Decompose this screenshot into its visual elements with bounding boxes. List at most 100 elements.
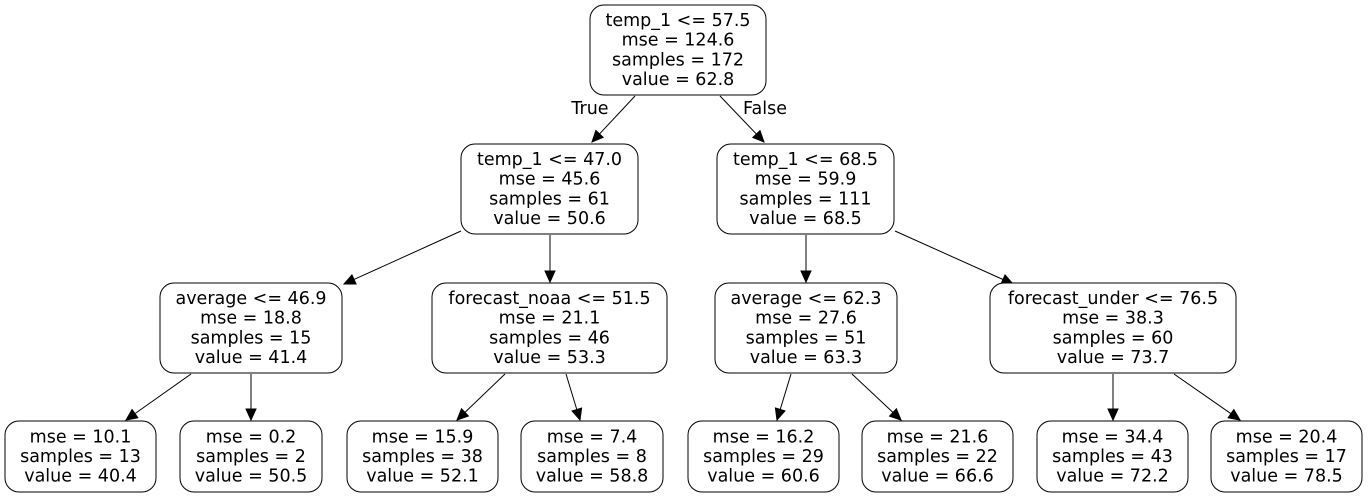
tree-edge-n1-n3 bbox=[342, 230, 462, 285]
tree-edge-n4-n10-arrowhead-icon bbox=[571, 407, 583, 422]
tree-edge-n3-n8-arrowhead-icon bbox=[245, 408, 257, 422]
tree-node-line: average <= 62.3 bbox=[730, 289, 881, 309]
tree-edge-n5-n11-arrowhead-icon bbox=[774, 407, 786, 422]
tree-node-box bbox=[431, 282, 668, 374]
tree-node-line: mse = 10.1 bbox=[30, 427, 132, 447]
tree-node-line: samples = 46 bbox=[489, 328, 610, 348]
tree-edge-n3-n8 bbox=[245, 374, 257, 422]
tree-edge-n0-n2-arrowhead-icon bbox=[751, 129, 765, 143]
tree-node-line: value = 68.5 bbox=[749, 209, 862, 229]
tree-node-line: mse = 0.2 bbox=[206, 427, 297, 447]
tree-node-line: samples = 22 bbox=[877, 447, 998, 467]
tree-node-line: value = 60.6 bbox=[707, 467, 820, 487]
tree-node-line: mse = 45.6 bbox=[499, 170, 601, 190]
tree-node-line: mse = 18.8 bbox=[200, 309, 302, 329]
tree-edge-n4-n10-line bbox=[565, 373, 578, 410]
edges-layer: True False bbox=[125, 95, 1241, 422]
tree-node-line: samples = 111 bbox=[740, 189, 872, 209]
tree-edge-n0-n1-line bbox=[599, 95, 636, 135]
tree-node-box bbox=[989, 282, 1237, 374]
tree-edge-n5-n12-line bbox=[851, 373, 894, 413]
tree-node-line: value = 50.5 bbox=[195, 467, 308, 487]
tree-node-line: value = 62.8 bbox=[622, 70, 735, 90]
tree-node-box bbox=[159, 282, 343, 374]
tree-node-line: samples = 2 bbox=[196, 447, 306, 467]
tree-node-line: mse = 21.1 bbox=[499, 309, 601, 329]
edge-label-false: False bbox=[743, 99, 787, 119]
tree-edge-n6-n14-arrowhead-icon bbox=[1227, 408, 1241, 421]
tree-edge-n4-n9-line bbox=[464, 373, 506, 413]
tree-edge-n1-n3-line bbox=[353, 230, 462, 280]
tree-node-box bbox=[589, 4, 767, 96]
tree-edge-n3-n7-line bbox=[134, 373, 192, 415]
tree-node-box bbox=[179, 420, 323, 493]
tree-edge-n5-n12 bbox=[851, 373, 902, 421]
tree-edge-n2-n5 bbox=[800, 235, 812, 284]
tree-node-line: mse = 38.3 bbox=[1062, 309, 1164, 329]
tree-node-box bbox=[687, 420, 840, 493]
tree-node-line: samples = 29 bbox=[703, 447, 824, 467]
tree-node-line: mse = 20.4 bbox=[1236, 427, 1338, 447]
tree-edge-n4-n10 bbox=[565, 373, 583, 422]
tree-node-line: value = 58.8 bbox=[536, 467, 649, 487]
tree-node-line: value = 78.5 bbox=[1230, 467, 1343, 487]
tree-node-line: temp_1 <= 47.0 bbox=[477, 150, 622, 170]
tree-node-line: forecast_under <= 76.5 bbox=[1008, 289, 1218, 309]
tree-node-box bbox=[714, 282, 898, 374]
tree-node-line: value = 73.7 bbox=[1057, 348, 1170, 368]
tree-node-line: samples = 43 bbox=[1052, 447, 1173, 467]
tree-edge-n5-n12-arrowhead-icon bbox=[888, 407, 902, 421]
tree-node-box bbox=[346, 420, 499, 493]
tree-edge-n4-n9-arrowhead-icon bbox=[456, 407, 470, 421]
tree-node-line: value = 40.4 bbox=[24, 467, 137, 487]
tree-node-box bbox=[716, 143, 895, 235]
tree-edge-n5-n11-line bbox=[779, 373, 792, 410]
tree-node-line: samples = 38 bbox=[362, 447, 483, 467]
tree-node-line: samples = 51 bbox=[746, 328, 867, 348]
tree-node-line: mse = 124.6 bbox=[622, 31, 735, 51]
tree-edge-n0-n2: False bbox=[719, 95, 787, 143]
tree-edge-n0-n1: True bbox=[570, 95, 636, 143]
tree-node-line: mse = 34.4 bbox=[1062, 427, 1164, 447]
tree-edge-n3-n7-arrowhead-icon bbox=[125, 408, 139, 421]
tree-node-line: samples = 15 bbox=[191, 328, 312, 348]
tree-node-line: mse = 16.2 bbox=[713, 427, 815, 447]
tree-edge-n1-n4-arrowhead-icon bbox=[544, 270, 556, 284]
tree-node-line: temp_1 <= 57.5 bbox=[605, 11, 750, 31]
tree-node-box bbox=[520, 420, 664, 493]
tree-edge-n3-n7 bbox=[125, 373, 192, 421]
tree-edge-n2-n6-line bbox=[894, 230, 1004, 280]
tree-node-box bbox=[861, 420, 1014, 493]
tree-node-box bbox=[460, 143, 639, 235]
tree-node-line: samples = 172 bbox=[612, 50, 744, 70]
tree-edge-n5-n11 bbox=[774, 373, 792, 422]
tree-node-line: value = 72.2 bbox=[1056, 467, 1169, 487]
tree-node-line: value = 41.4 bbox=[195, 348, 308, 368]
tree-edge-n6-n14-line bbox=[1173, 373, 1232, 415]
tree-edge-n6-n14 bbox=[1173, 373, 1241, 421]
tree-edge-n2-n5-arrowhead-icon bbox=[800, 270, 812, 284]
tree-edge-n2-n6 bbox=[894, 230, 1015, 285]
edge-label-true: True bbox=[570, 99, 608, 119]
tree-edge-n0-n2-line bbox=[719, 95, 757, 135]
tree-node-line: value = 63.3 bbox=[750, 348, 863, 368]
tree-node-line: temp_1 <= 68.5 bbox=[733, 150, 878, 170]
tree-node-line: average <= 46.9 bbox=[175, 289, 326, 309]
tree-node-line: samples = 17 bbox=[1226, 447, 1347, 467]
tree-edge-n4-n9 bbox=[456, 373, 506, 421]
tree-node-line: value = 50.6 bbox=[493, 209, 606, 229]
tree-node-line: value = 52.1 bbox=[366, 467, 479, 487]
tree-edge-n1-n4 bbox=[544, 235, 556, 284]
tree-node-line: mse = 59.9 bbox=[755, 170, 857, 190]
